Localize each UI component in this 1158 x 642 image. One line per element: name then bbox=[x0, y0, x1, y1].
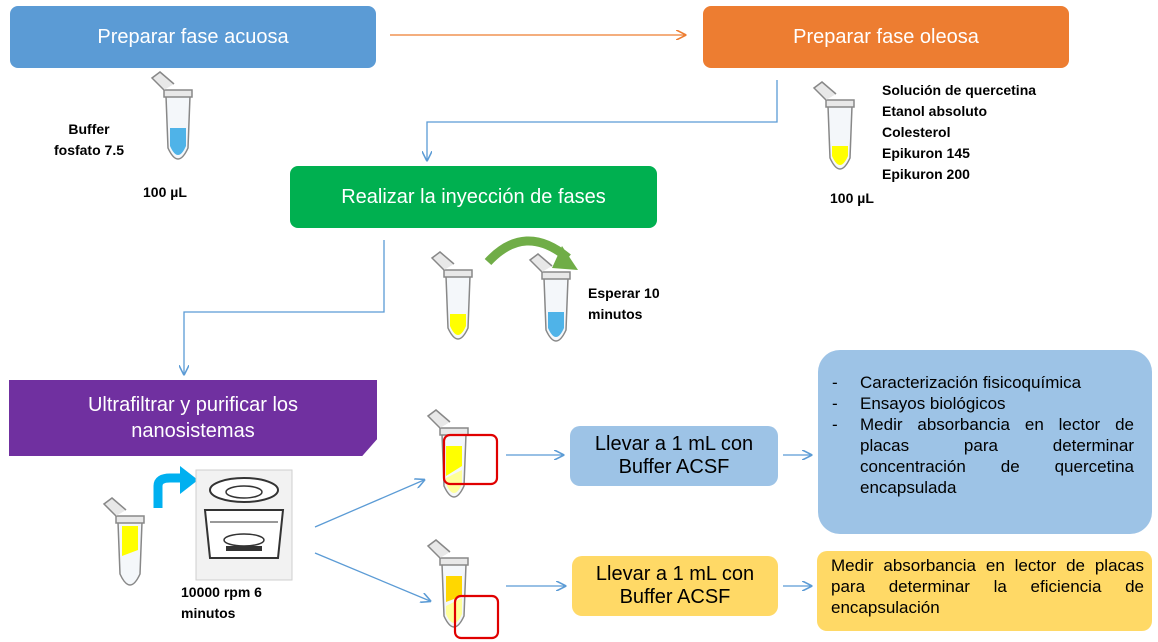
wait-label: Esperar 10 minutos bbox=[588, 285, 660, 322]
arrow-injection-to-ultrafilter bbox=[184, 240, 385, 374]
injection-box: Realizar la inyección de fases bbox=[290, 166, 657, 228]
ingredient: Solución de quercetina bbox=[882, 82, 1037, 98]
tube-icon bbox=[812, 81, 855, 170]
aqueous-phase-label: Preparar fase acuosa bbox=[97, 25, 289, 48]
tube-icon bbox=[426, 539, 469, 628]
tube-icon bbox=[102, 497, 145, 586]
oily-phase-label: Preparar fase oleosa bbox=[793, 25, 979, 48]
arrow-to-top-tube bbox=[314, 480, 424, 528]
injection-label: Realizar la inyección de fases bbox=[341, 185, 606, 208]
list-item: -Caracterización fisicoquímica bbox=[832, 373, 1082, 392]
bring-volume-label-yellow: Llevar a 1 mL con Buffer ACSF bbox=[595, 563, 755, 608]
efficiency-result-box: Medir absorbancia en lector de placas pa… bbox=[817, 551, 1152, 631]
characterization-result-box: -Caracterización fisicoquímica -Ensayos … bbox=[818, 350, 1152, 534]
ingredient: Epikuron 200 bbox=[882, 166, 970, 182]
volume-left-label: 100 µL bbox=[143, 184, 187, 200]
efficiency-text: Medir absorbancia en lector de placas pa… bbox=[831, 556, 1144, 617]
highlight-frame bbox=[453, 594, 500, 640]
characterization-list: -Caracterización fisicoquímica -Ensayos … bbox=[832, 372, 1134, 498]
ultrafilter-box: Ultrafiltrar y purificar los nanosistema… bbox=[9, 380, 377, 456]
bring-volume-box-blue: Llevar a 1 mL con Buffer ACSF bbox=[570, 426, 778, 486]
centrifuge-icon bbox=[195, 469, 293, 581]
arrow-oily-to-injection bbox=[427, 80, 778, 160]
bring-volume-label-blue: Llevar a 1 mL con Buffer ACSF bbox=[594, 433, 754, 478]
arrow-to-bottom-tube bbox=[314, 552, 430, 601]
tube-icon bbox=[426, 409, 469, 498]
ultrafilter-label: Ultrafiltrar y purificar los nanosistema… bbox=[87, 394, 299, 442]
list-item: -Medir absorbancia en lector de placas p… bbox=[832, 415, 1134, 497]
tube-icon bbox=[528, 253, 571, 342]
buffer-label: Buffer fosfato 7.5 bbox=[53, 121, 124, 158]
volume-right-label: 100 µL bbox=[830, 190, 874, 206]
centrifuge-label: 10000 rpm 6 minutos bbox=[181, 584, 262, 621]
bring-volume-box-yellow: Llevar a 1 mL con Buffer ACSF bbox=[572, 556, 778, 616]
transfer-arrow-icon bbox=[484, 236, 571, 266]
ingredient: Epikuron 145 bbox=[882, 145, 970, 161]
aqueous-phase-box: Preparar fase acuosa bbox=[10, 6, 376, 68]
transfer-arrowhead-icon bbox=[552, 246, 578, 270]
ingredient: Etanol absoluto bbox=[882, 103, 987, 119]
list-item: -Ensayos biológicos bbox=[832, 394, 1006, 413]
tube-icon bbox=[150, 71, 193, 160]
highlight-frame bbox=[442, 433, 499, 486]
oily-phase-box: Preparar fase oleosa bbox=[703, 6, 1069, 68]
ingredient: Colesterol bbox=[882, 124, 951, 140]
rotate-arrow-icon bbox=[153, 473, 182, 508]
oily-ingredients-list: Solución de quercetina Etanol absoluto C… bbox=[882, 80, 1036, 185]
rotate-arrowhead-icon bbox=[180, 466, 198, 494]
tube-icon bbox=[430, 251, 473, 340]
